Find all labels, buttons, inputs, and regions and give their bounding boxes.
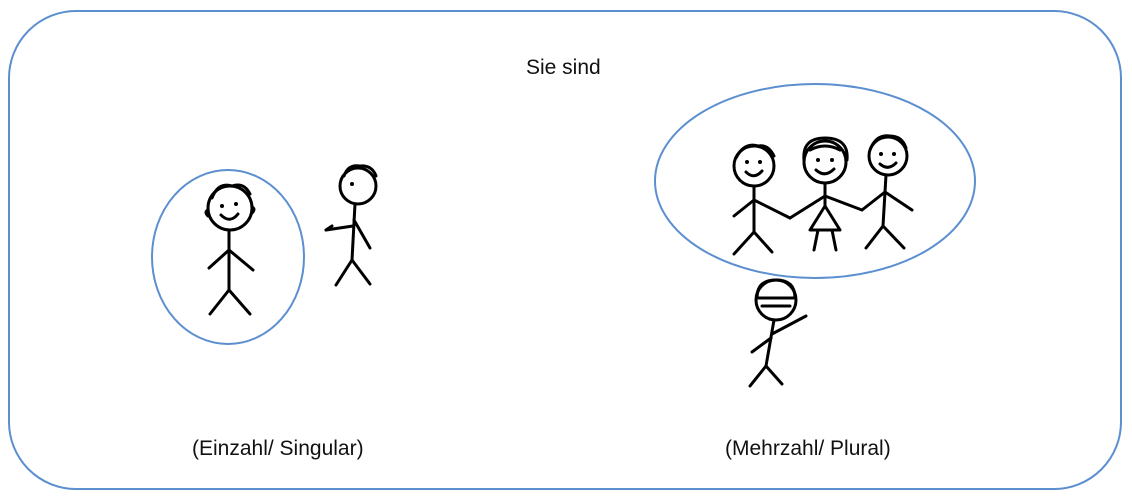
stick-figure-smiling-icon (732, 143, 792, 256)
stick-figure-smiling-icon (204, 183, 256, 316)
plural-oval (654, 83, 976, 279)
stick-figure-pointing-icon (324, 164, 378, 287)
heading: Sie sind (526, 56, 601, 79)
singular-oval (151, 169, 305, 345)
plural-caption: (Mehrzahl/ Plural) (725, 437, 891, 460)
singular-caption: (Einzahl/ Singular) (192, 437, 364, 460)
stick-figure-smiling-icon (860, 134, 914, 250)
stick-figure-girl-dress-icon (788, 136, 864, 252)
stick-figure-waving-icon (748, 278, 808, 388)
rounded-frame (8, 10, 1122, 490)
